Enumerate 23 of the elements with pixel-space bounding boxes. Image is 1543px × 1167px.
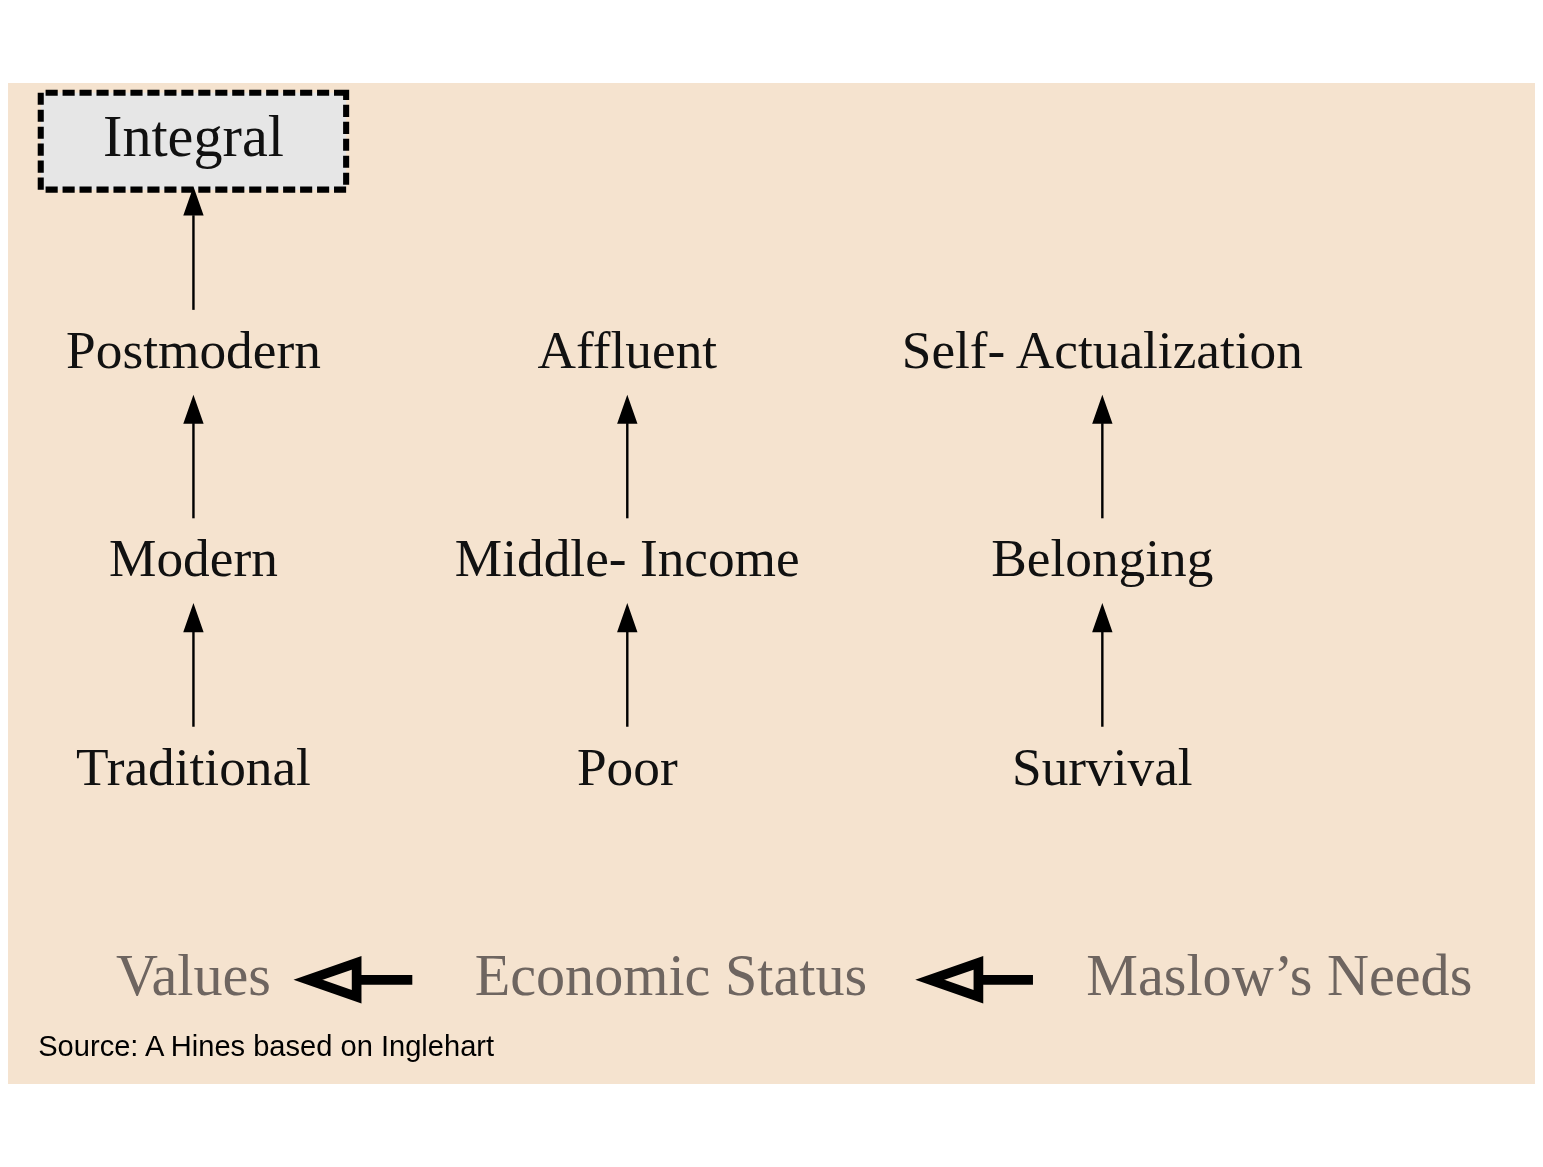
node-text: Affluent: [537, 320, 718, 381]
node-text: Poor: [576, 736, 678, 797]
arrow: [183, 394, 204, 519]
node-text: Values: [115, 942, 271, 1008]
arrow: [1092, 603, 1113, 727]
node-text: Modern: [109, 528, 278, 589]
arrow: [183, 603, 204, 727]
node-text: Self- Actualization: [901, 320, 1303, 381]
node-text: Maslow’s Needs: [1086, 942, 1473, 1008]
node-box: Integral: [37, 89, 350, 193]
node-text: Postmodern: [66, 320, 321, 381]
arrow: [617, 394, 638, 519]
arrow: [915, 956, 1033, 1004]
arrow: [293, 956, 413, 1004]
node-text: Economic Status: [474, 942, 868, 1008]
node-text: Belonging: [991, 528, 1214, 589]
arrow: [617, 603, 638, 727]
caption: Source: A Hines based on Inglehart: [38, 1030, 495, 1063]
node-text: Survival: [1012, 736, 1193, 797]
node-text: Traditional: [75, 736, 311, 797]
arrow: [1092, 394, 1113, 519]
arrow: [183, 186, 204, 310]
node-text: Middle- Income: [454, 528, 800, 589]
